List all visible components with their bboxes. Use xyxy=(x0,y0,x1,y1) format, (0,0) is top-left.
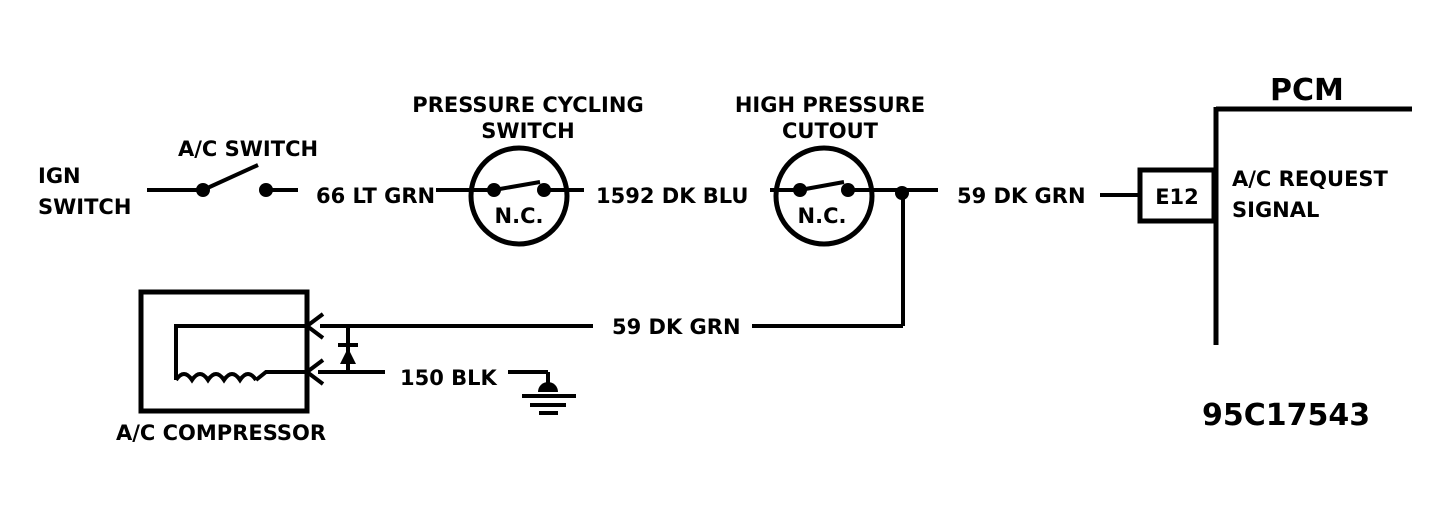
ac-compressor-label: A/C COMPRESSOR xyxy=(116,421,326,445)
pressure-cycling-switch-label: PRESSURE CYCLING xyxy=(412,93,643,117)
pressure-cycling-switch: N.C. xyxy=(468,145,584,247)
high-pressure-cutout: N.C. xyxy=(773,145,938,247)
pcm-module: PCM A/C REQUEST SIGNAL xyxy=(1213,73,1412,345)
wire-1592-label: 1592 DK BLU xyxy=(596,184,748,208)
e12-connector: E12 xyxy=(1137,167,1217,224)
ign-switch-label-2: SWITCH xyxy=(38,195,131,219)
wire-150-label: 150 BLK xyxy=(400,366,498,390)
high-pressure-cutout-label: HIGH PRESSURE xyxy=(735,93,925,117)
ac-request-signal-label-2: SIGNAL xyxy=(1232,198,1319,222)
e12-connector-label: E12 xyxy=(1155,185,1199,209)
ac-switch xyxy=(147,163,298,197)
ac-request-signal-label: A/C REQUEST xyxy=(1232,167,1389,191)
nc-label-2: N.C. xyxy=(798,204,847,228)
pressure-cycling-switch-label-2: SWITCH xyxy=(481,119,574,143)
ign-switch-label: IGN xyxy=(38,164,81,188)
wire-59-bottom xyxy=(320,193,905,328)
pcm-label: PCM xyxy=(1270,73,1344,108)
wire-59-top-label: 59 DK GRN xyxy=(957,184,1086,208)
wire-59-bottom-label: 59 DK GRN xyxy=(612,315,741,339)
nc-label-1: N.C. xyxy=(495,204,544,228)
high-pressure-cutout-label-2: CUTOUT xyxy=(782,119,879,143)
ground-icon xyxy=(522,372,576,415)
ac-compressor xyxy=(138,289,325,414)
wire-66-label: 66 LT GRN xyxy=(316,184,435,208)
figure-id: 95C17543 xyxy=(1202,398,1370,433)
ac-switch-label: A/C SWITCH xyxy=(178,137,318,161)
diode-icon xyxy=(338,326,358,370)
